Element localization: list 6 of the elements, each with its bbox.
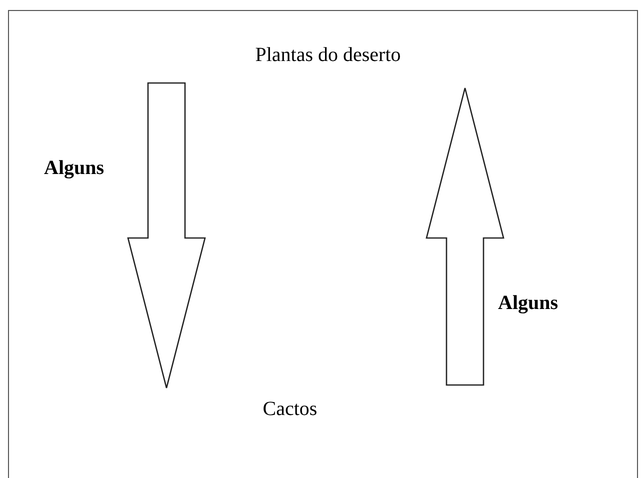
node-label: Plantas do deserto [255, 45, 401, 65]
block-arrow [426, 87, 504, 386]
edge-label: Alguns [498, 293, 558, 313]
block-arrow [127, 82, 206, 389]
edge-label: Alguns [44, 158, 104, 178]
node-label: Cactos [262, 399, 318, 419]
